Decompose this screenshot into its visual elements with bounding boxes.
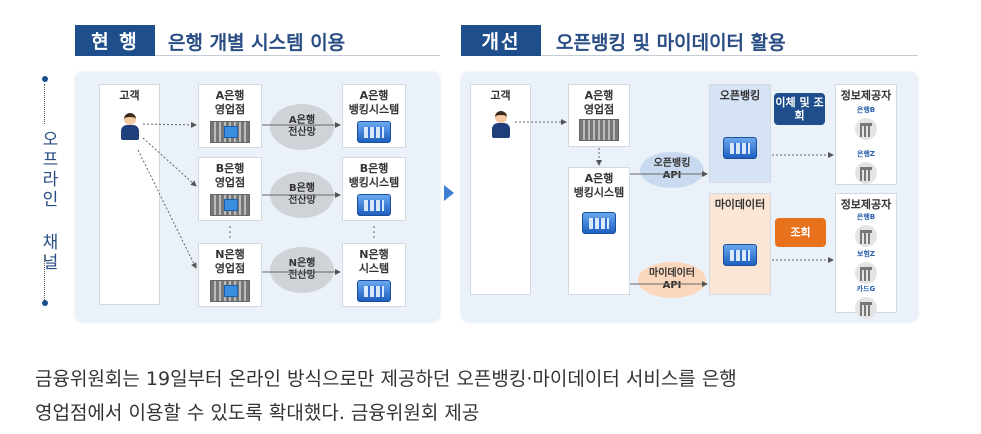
provider-title: 정보제공자 [840,198,892,211]
branch-label: 영업점 [214,103,246,116]
bank-icon: 보험Z [841,247,891,284]
branch-label: 영업점 [214,262,246,275]
branch-label: 영업점 [583,103,615,116]
system-label: 뱅킹시스템 [573,186,625,199]
bank-icon: 은행B [841,103,891,140]
system-label: 시스템 [358,262,390,275]
system-label: A은행 [584,172,614,185]
network-label: 전산망 [288,270,316,281]
caption-line-2: 영업점에서 이용할 수 있도록 확대했다. 금융위원회 제공 [35,402,480,424]
openbanking-label: 오픈뱅킹 [719,89,761,102]
branch-label: 영업점 [214,176,246,189]
provider-item: 보험Z [857,250,875,258]
server-icon [357,194,391,216]
info-provider-box-1: 정보제공자 은행B 은행Z [835,84,897,185]
bank-icon: 은행B [841,210,891,247]
openbanking-box: 오픈뱅킹 [709,84,771,183]
mydata-label: 마이데이터 [714,198,766,211]
customer-icon [121,113,139,141]
branch-label: A은행 [215,89,245,102]
branch-label: B은행 [215,162,245,175]
provider-item: 카드G [856,285,876,293]
building-icon [579,119,619,141]
channel-dotted-line [44,255,47,300]
network-label: A은행 [288,115,316,126]
server-icon [357,121,391,143]
channel-dot-bottom [42,300,48,306]
info-provider-box-2: 정보제공자 은행B 보험Z 카드G [835,193,897,319]
channel-dotted-line [44,84,47,124]
customer-label: 고객 [490,89,511,102]
api-label: 오픈뱅킹 [653,158,691,169]
provider-title: 정보제공자 [840,89,892,102]
system-label: 뱅킹시스템 [348,103,400,116]
network-label: B은행 [288,183,316,194]
building-icon [210,194,250,216]
bank-icon: 카드G [841,282,891,319]
server-icon [723,137,757,159]
server-icon [723,244,757,266]
server-icon [357,280,391,302]
network-label: 전산망 [288,195,316,206]
channel-dot-top [42,76,48,82]
bank-icon: 은행Z [841,147,891,184]
customer-box: 고객 [99,84,160,305]
divider [155,55,440,56]
improved-title: 오픈뱅킹 및 마이데이터 활용 [556,32,786,54]
customer-label: 고객 [119,89,140,102]
current-title: 은행 개별 시스템 이용 [168,32,346,54]
system-label: N은행 [359,248,389,261]
arrow-right-icon [444,185,454,201]
caption-line-1: 금융위원회는 19일부터 온라인 방식으로만 제공하던 오픈뱅킹·마이데이터 서… [35,368,737,390]
divider [541,55,918,56]
building-icon [210,121,250,143]
branch-label: A은행 [584,89,614,102]
system-label: A은행 [359,89,389,102]
api-label: API [662,280,682,291]
transfer-inquiry-badge: 이체 및 조회 [774,93,825,125]
mydata-box: 마이데이터 [709,193,771,295]
current-tag: 현 행 [75,25,155,56]
network-label: 전산망 [288,127,316,138]
offline-channel-label: 오프라인 채널 [38,130,58,273]
system-label: B은행 [359,162,389,175]
provider-item: 은행Z [857,150,875,158]
inquiry-badge: 조회 [775,218,826,247]
server-icon [582,212,616,234]
api-label: API [662,170,682,181]
customer-icon [492,111,510,139]
improved-tag: 개선 [461,25,541,56]
provider-item: 은행B [856,213,876,221]
customer-box: 고객 [470,84,531,295]
building-icon [210,280,250,302]
branch-label: N은행 [215,248,245,261]
system-label: 뱅킹시스템 [348,176,400,189]
provider-item: 은행B [856,106,876,114]
network-label: N은행 [288,258,316,269]
api-label: 마이데이터 [649,268,695,279]
